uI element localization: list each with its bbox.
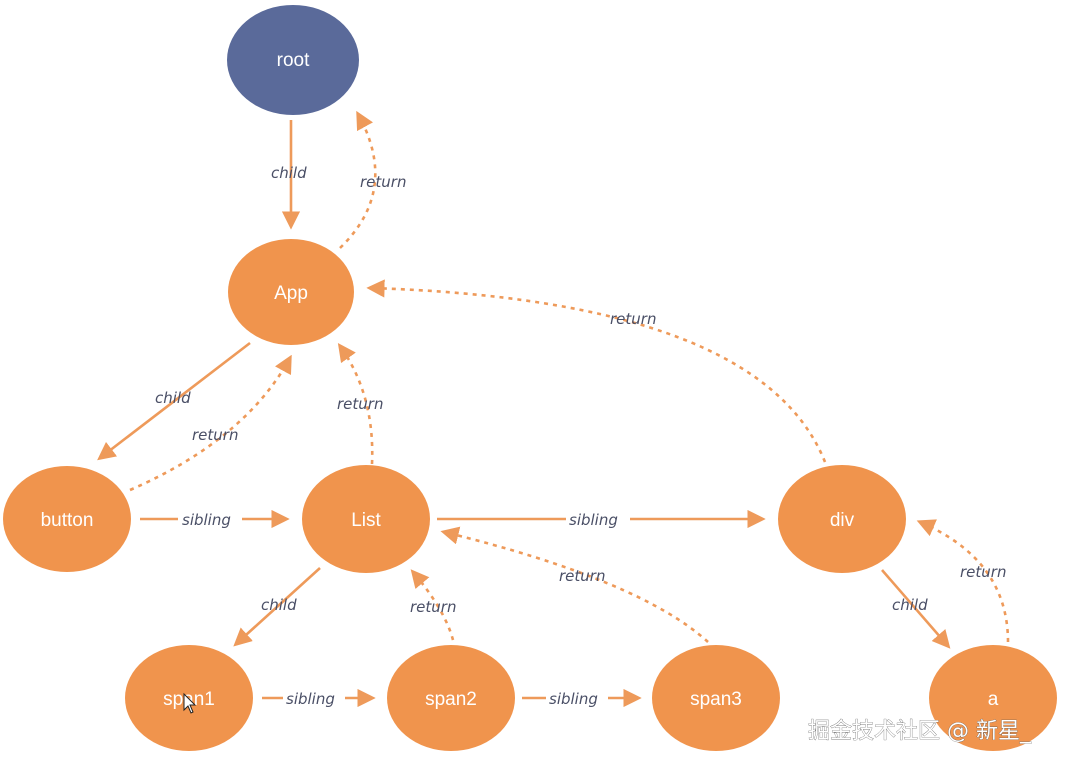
node-a: a <box>929 645 1057 751</box>
label-button-app-return: return <box>192 426 238 444</box>
label-span2-span3-sibling: sibling <box>549 690 598 708</box>
label-root-app-child: child <box>271 164 307 182</box>
node-span2: span2 <box>387 645 515 751</box>
label-span1-span2-sibling: sibling <box>286 690 335 708</box>
label-a-div-return: return <box>960 563 1006 581</box>
edge-span3-list-return <box>440 526 709 643</box>
node-button-label: button <box>41 510 94 531</box>
edge-labels: child return child return return return … <box>155 164 1006 708</box>
edges <box>97 110 1010 708</box>
node-list-label: List <box>351 510 381 531</box>
node-span1: span1 <box>125 645 253 751</box>
edge-div-app-return <box>366 279 827 463</box>
node-list: List <box>302 465 430 573</box>
node-span2-label: span2 <box>425 689 477 710</box>
edge-app-root-return <box>339 110 377 249</box>
node-app: App <box>228 239 354 345</box>
edge-a-div-return <box>916 519 1010 643</box>
label-list-span1-child: child <box>261 596 297 614</box>
node-span3-label: span3 <box>690 689 742 710</box>
label-span2-list-return: return <box>410 598 456 616</box>
label-div-app-return: return <box>610 310 656 328</box>
node-app-label: App <box>274 283 308 304</box>
label-list-app-return: return <box>337 395 383 413</box>
node-span3: span3 <box>652 645 780 751</box>
edge-list-span1-child <box>233 567 321 647</box>
nodes: root App button List div span1 span2 sp <box>3 5 1057 751</box>
node-button: button <box>3 466 131 572</box>
edge-list-app-return <box>337 343 374 465</box>
node-div-label: div <box>830 510 855 531</box>
label-list-div-sibling: sibling <box>569 511 618 529</box>
label-span3-list-return: return <box>559 567 605 585</box>
edge-div-a-child <box>881 569 951 649</box>
node-div: div <box>778 465 906 573</box>
mouse-cursor-icon <box>183 692 197 714</box>
node-a-label: a <box>988 689 999 710</box>
label-div-a-child: child <box>892 596 928 614</box>
label-app-button-child: child <box>155 389 191 407</box>
label-app-root-return: return <box>360 173 406 191</box>
edge-app-button-child <box>97 341 251 461</box>
node-root: root <box>227 5 359 115</box>
node-root-label: root <box>277 50 310 71</box>
label-button-list-sibling: sibling <box>182 511 231 529</box>
watermark: 掘金技术社区 @ 新星_ <box>808 719 1032 744</box>
edge-button-app-return <box>129 354 292 492</box>
